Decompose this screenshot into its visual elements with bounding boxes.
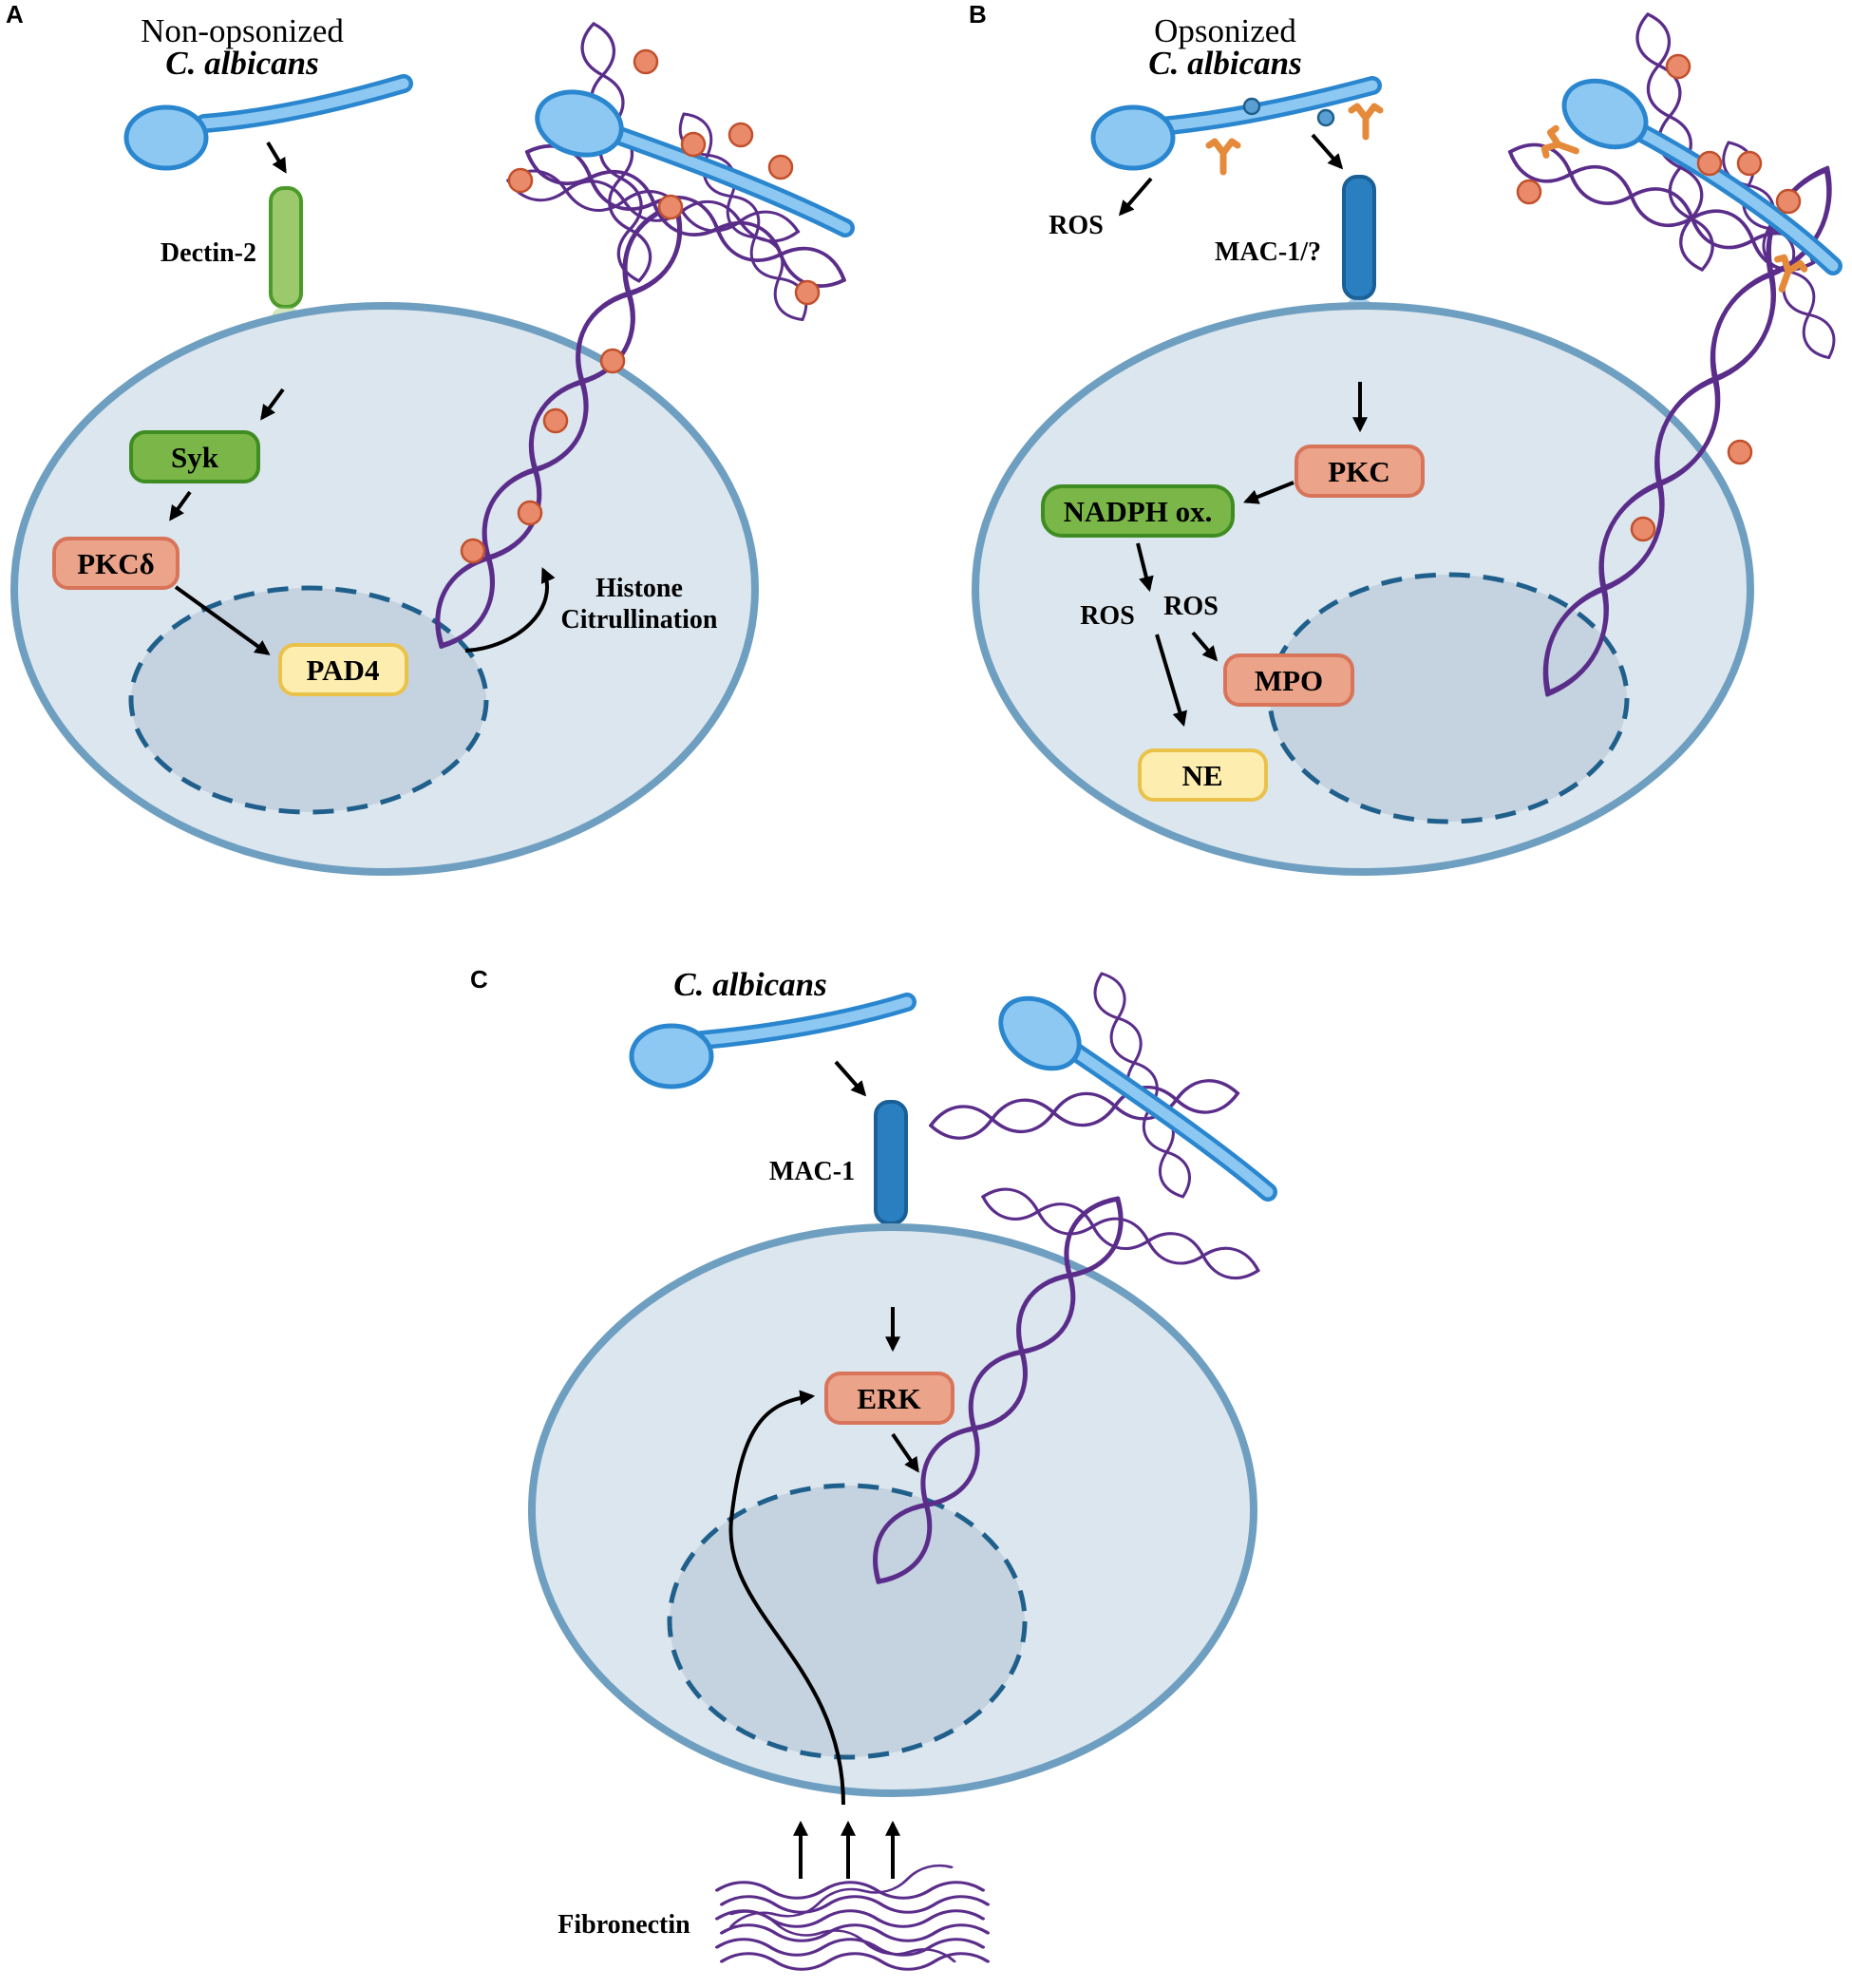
arrow-syk-to-pkcd	[169, 490, 192, 521]
erk-label: ERK	[857, 1382, 920, 1415]
arrow-citrullination	[464, 567, 556, 653]
nucleus-a	[128, 585, 489, 815]
panel-c: C C. albicans MAC-1 ERK	[470, 965, 1277, 1970]
arrow-pkcd-to-pad4	[174, 585, 271, 655]
arrow-erk-to-net	[891, 1432, 919, 1473]
mac-1-label-c: MAC-1	[769, 1157, 855, 1186]
nucleus-c	[667, 1483, 1028, 1760]
panel-letter-c: C	[470, 965, 488, 994]
mac-1-label-b: MAC-1/?	[1215, 237, 1321, 267]
organism-label-b1: Opsonized	[1154, 12, 1296, 49]
organism-label-c: C. albicans	[673, 966, 826, 1003]
pkc-label: PKC	[1328, 455, 1389, 488]
organism-label-a1: Non-opsonized	[141, 12, 344, 49]
candida-hypha-icon	[998, 995, 1277, 1202]
arrow-pkc-to-nadph	[1243, 481, 1295, 504]
ne-box	[1138, 748, 1268, 802]
candida-hypha-icon	[629, 993, 917, 1089]
candida-hypha-icon	[535, 89, 855, 237]
pkcd-label: PKCδ	[77, 547, 155, 580]
pad4-label: PAD4	[307, 653, 380, 687]
arrow-dectin-to-syk	[260, 388, 285, 421]
arrow-fungus-to-mac1-c	[834, 1060, 867, 1097]
arrow-ros-to-mpo	[1191, 631, 1219, 662]
ne-label: NE	[1181, 759, 1222, 792]
fibronectin-arrows	[793, 1820, 900, 1879]
histone-label: Histone	[595, 574, 683, 603]
arrow-fungus-to-ros	[1118, 177, 1153, 217]
ros-label-left: ROS	[1080, 601, 1135, 631]
arrow-fungus-to-dectin	[266, 141, 287, 174]
nadph-oxidase-label: NADPH ox.	[1064, 495, 1213, 528]
arrow-fungus-to-mac1	[1311, 133, 1344, 170]
panel-a: A Non-opsonized C. albicans Dectin-2 Syk…	[6, 0, 855, 876]
erk-box	[824, 1372, 954, 1425]
candida-hypha-icon	[1561, 78, 1843, 275]
pkcd-box	[52, 537, 180, 590]
organism-label-a2: C. albicans	[165, 45, 318, 82]
histone-bead-icon	[1516, 53, 1802, 542]
pad4-box	[278, 643, 408, 696]
ros-label-right: ROS	[1163, 592, 1219, 621]
candida-hypha-icon	[123, 74, 413, 171]
histone-bead-icon	[460, 48, 821, 564]
ros-out-label: ROS	[1049, 211, 1104, 240]
fibronectin-label: Fibronectin	[557, 1910, 690, 1940]
arrow-nadph-to-ros	[1136, 542, 1154, 593]
citrullination-label: Citrullination	[561, 605, 718, 634]
syk-box	[129, 430, 260, 483]
panel-letter-a: A	[6, 0, 24, 28]
nadph-oxidase-box	[1041, 484, 1235, 538]
pkc-box	[1295, 445, 1425, 498]
mpo-box	[1223, 653, 1354, 707]
organism-label-b2: C. albicans	[1148, 45, 1301, 82]
dectin-2-label: Dectin-2	[161, 238, 256, 268]
candida-hypha-icon	[1090, 76, 1382, 171]
mpo-label: MPO	[1255, 664, 1323, 697]
panel-b: B Opsonized C. albicans ROS MAC-1/?	[969, 0, 1847, 876]
arrow-ros-to-ne	[1155, 634, 1188, 728]
arrow-fibronectin-to-erk	[728, 1390, 845, 1806]
complement-icon	[1242, 97, 1335, 127]
cell-c	[528, 1223, 1257, 1797]
syk-label: Syk	[171, 441, 219, 474]
panel-letter-b: B	[969, 0, 987, 28]
cell-b	[972, 302, 1754, 876]
nucleus-b	[1267, 572, 1630, 824]
fibronectin-fiber-icon	[717, 1859, 988, 1970]
